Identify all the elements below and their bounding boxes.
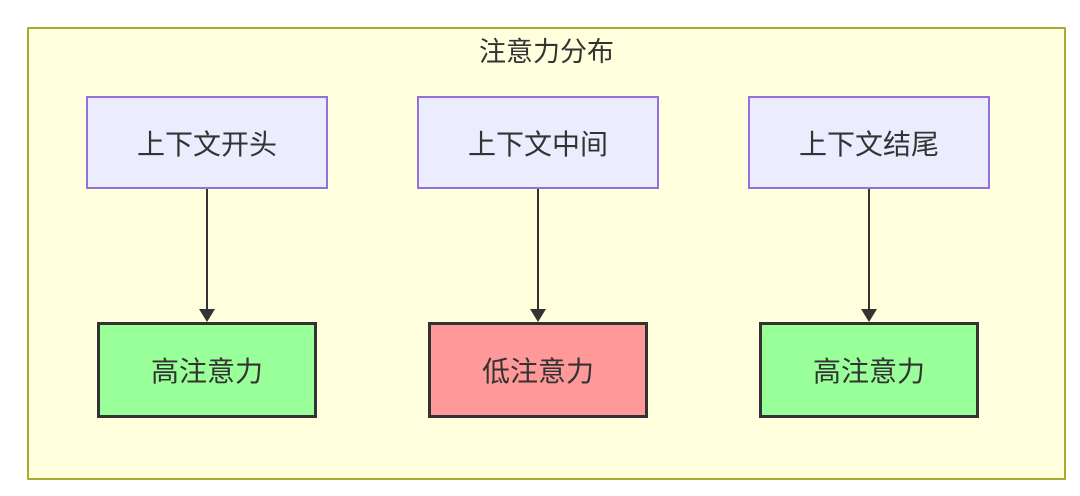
cluster-title: 注意力分布 (479, 37, 614, 67)
target-node-label: 高注意力 (812, 356, 925, 387)
arrow-head-icon (861, 309, 877, 322)
arrow-head-icon (199, 309, 215, 322)
flow-column-context-start: 上下文开头 高注意力 (86, 96, 328, 418)
arrow-line (537, 189, 539, 311)
arrow-line (868, 189, 870, 311)
flow-column-context-middle: 上下文中间 低注意力 (417, 96, 659, 418)
arrow-head-icon (530, 309, 546, 322)
arrow-line (206, 189, 208, 311)
source-node-context-middle: 上下文中间 (417, 96, 659, 189)
down-arrow (860, 189, 878, 322)
source-node-label: 上下文结尾 (798, 128, 939, 160)
source-node-label: 上下文开头 (136, 128, 277, 160)
target-node-label: 低注意力 (481, 356, 594, 387)
down-arrow (529, 189, 547, 322)
columns-row: 上下文开头 高注意力 上下文中间 低注意力 (29, 96, 1064, 418)
target-node-high-attention: 高注意力 (759, 322, 979, 418)
source-node-label: 上下文中间 (467, 128, 608, 160)
target-node-low-attention: 低注意力 (428, 322, 648, 418)
flow-column-context-end: 上下文结尾 高注意力 (748, 96, 990, 418)
source-node-context-start: 上下文开头 (86, 96, 328, 189)
attention-distribution-cluster: 注意力分布 上下文开头 高注意力 上下文中间 (27, 27, 1066, 480)
down-arrow (198, 189, 216, 322)
target-node-high-attention: 高注意力 (97, 322, 317, 418)
source-node-context-end: 上下文结尾 (748, 96, 990, 189)
target-node-label: 高注意力 (150, 356, 263, 387)
